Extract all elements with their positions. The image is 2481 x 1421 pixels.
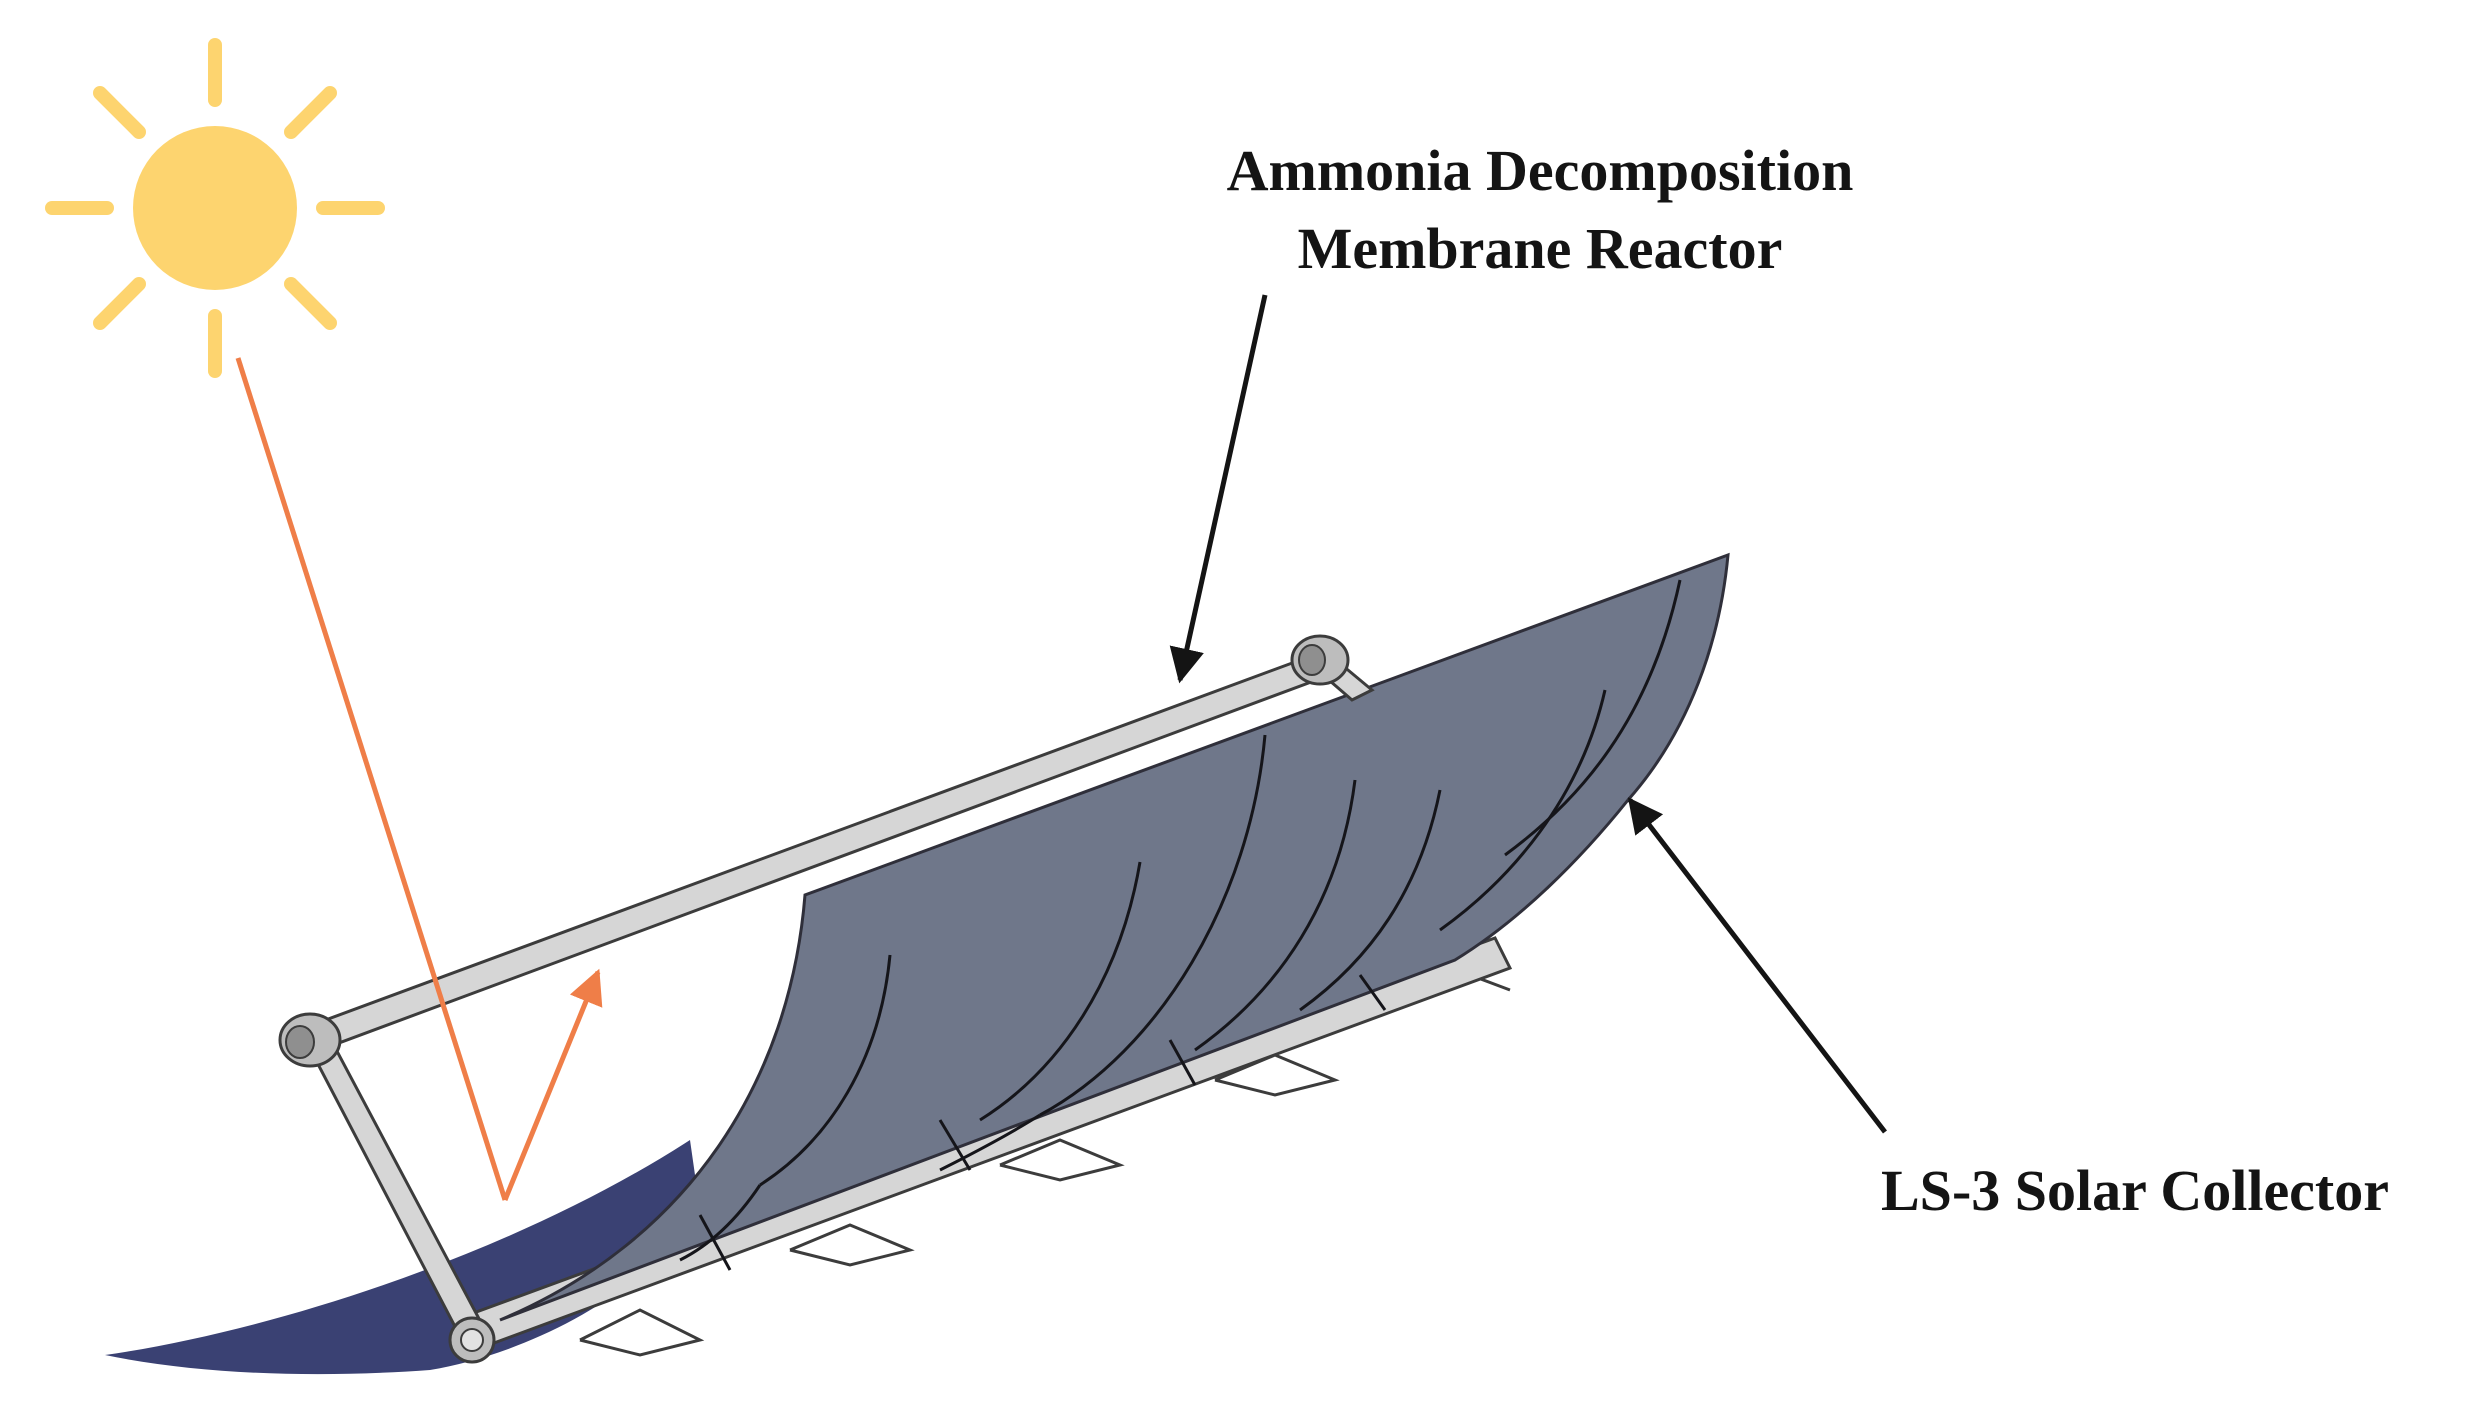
- reactor-label-line1: Ammonia Decomposition: [1227, 138, 1854, 203]
- reactor-callout-arrow: [1169, 294, 1268, 684]
- reflected-ray: [502, 968, 603, 1201]
- light-ray: [235, 357, 603, 1201]
- sun-icon: [45, 38, 385, 378]
- incident-ray: [235, 357, 508, 1201]
- pivot-left-top: [278, 1012, 342, 1068]
- collector-callout-arrow: [1627, 797, 1887, 1134]
- mirror-front-surface: [499, 552, 1730, 1322]
- pivot-left-bottom: [448, 1316, 496, 1364]
- reactor-label-line2: Membrane Reactor: [1298, 216, 1783, 281]
- pivot-right-top: [1290, 634, 1350, 686]
- collector-label: LS-3 Solar Collector: [1881, 1158, 2389, 1223]
- mirror-seams: [679, 579, 1682, 1271]
